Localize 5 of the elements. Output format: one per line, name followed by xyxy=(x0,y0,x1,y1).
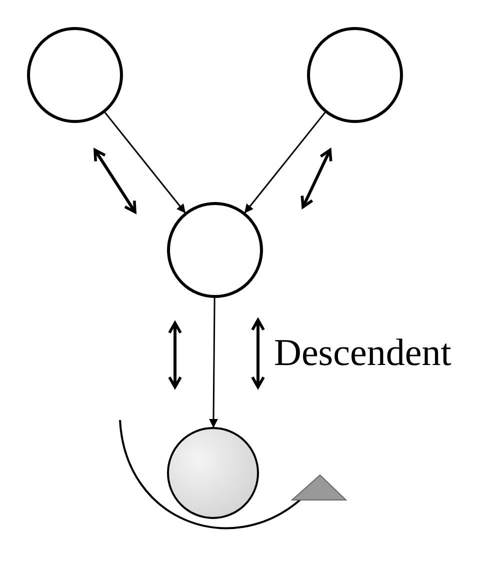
circle-node xyxy=(167,427,259,519)
text-label: Descendent xyxy=(274,334,452,372)
arrow xyxy=(208,298,218,428)
arrow xyxy=(244,112,326,214)
arrow xyxy=(104,112,186,214)
